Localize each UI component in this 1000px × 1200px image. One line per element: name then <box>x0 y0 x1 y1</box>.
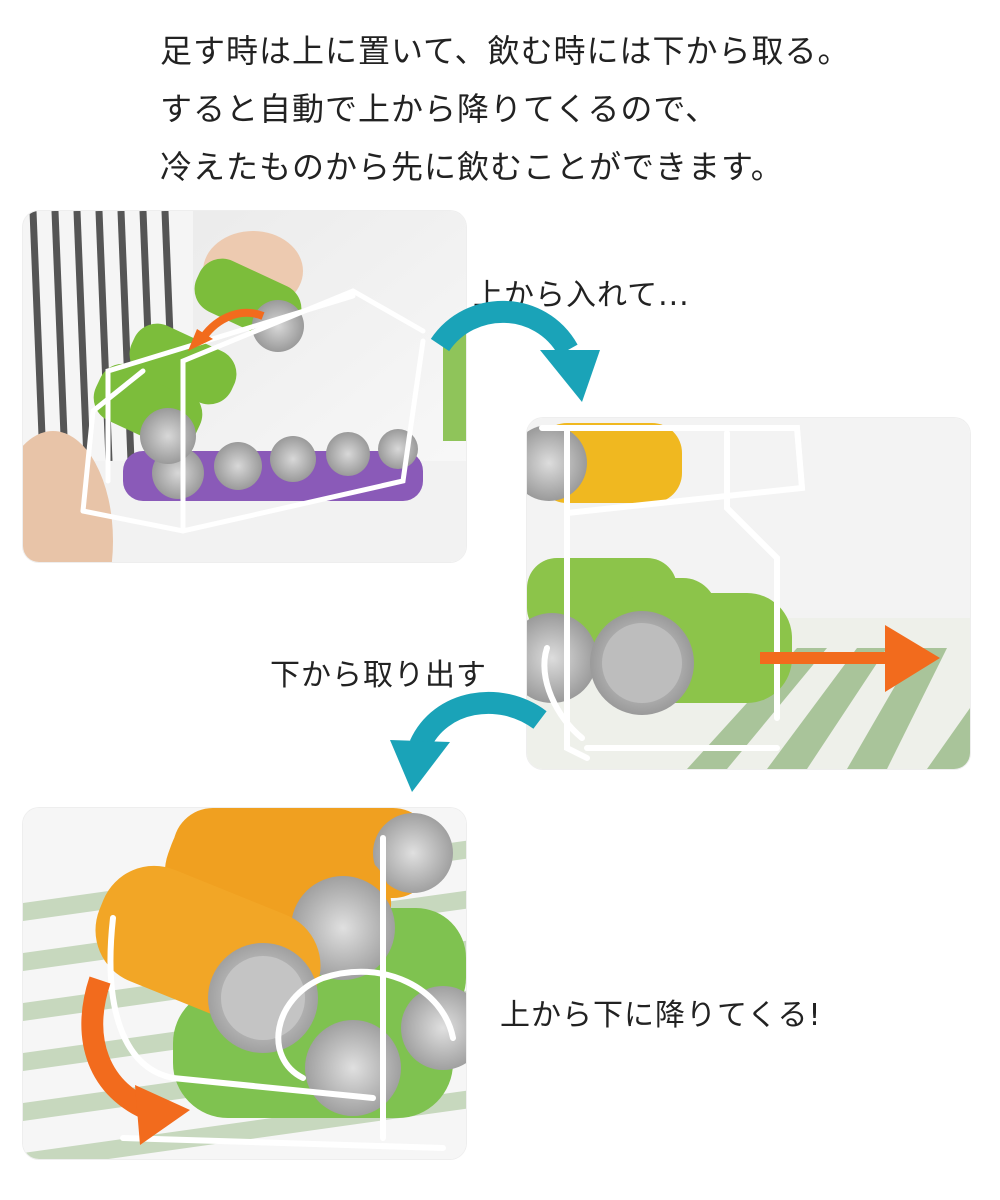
intro-line-3: 冷えたものから先に飲むことができます。 <box>160 148 784 186</box>
curved-arrow-icon <box>390 691 547 792</box>
intro-text: 足す時は上に置いて、飲む時には下から取る。 すると自動で上から降りてくるので、 … <box>160 22 920 196</box>
photo-insert-illustration <box>23 211 466 562</box>
caption-rolls-down: 上から下に降りてくる! <box>500 998 822 1033</box>
caption-take-from-bottom: 下から取り出す <box>270 658 487 693</box>
photo-roll-illustration <box>23 808 466 1159</box>
caption-insert-from-top: 上から入れて... <box>473 278 690 313</box>
intro-line-1: 足す時は上に置いて、飲む時には下から取る。 <box>160 32 851 70</box>
photo-take-from-bottom <box>527 418 970 769</box>
photo-take-illustration <box>527 418 970 769</box>
intro-line-2: すると自動で上から降りてくるので、 <box>160 90 719 128</box>
photo-roll-down <box>23 808 466 1159</box>
photo-insert-from-top <box>23 211 466 562</box>
